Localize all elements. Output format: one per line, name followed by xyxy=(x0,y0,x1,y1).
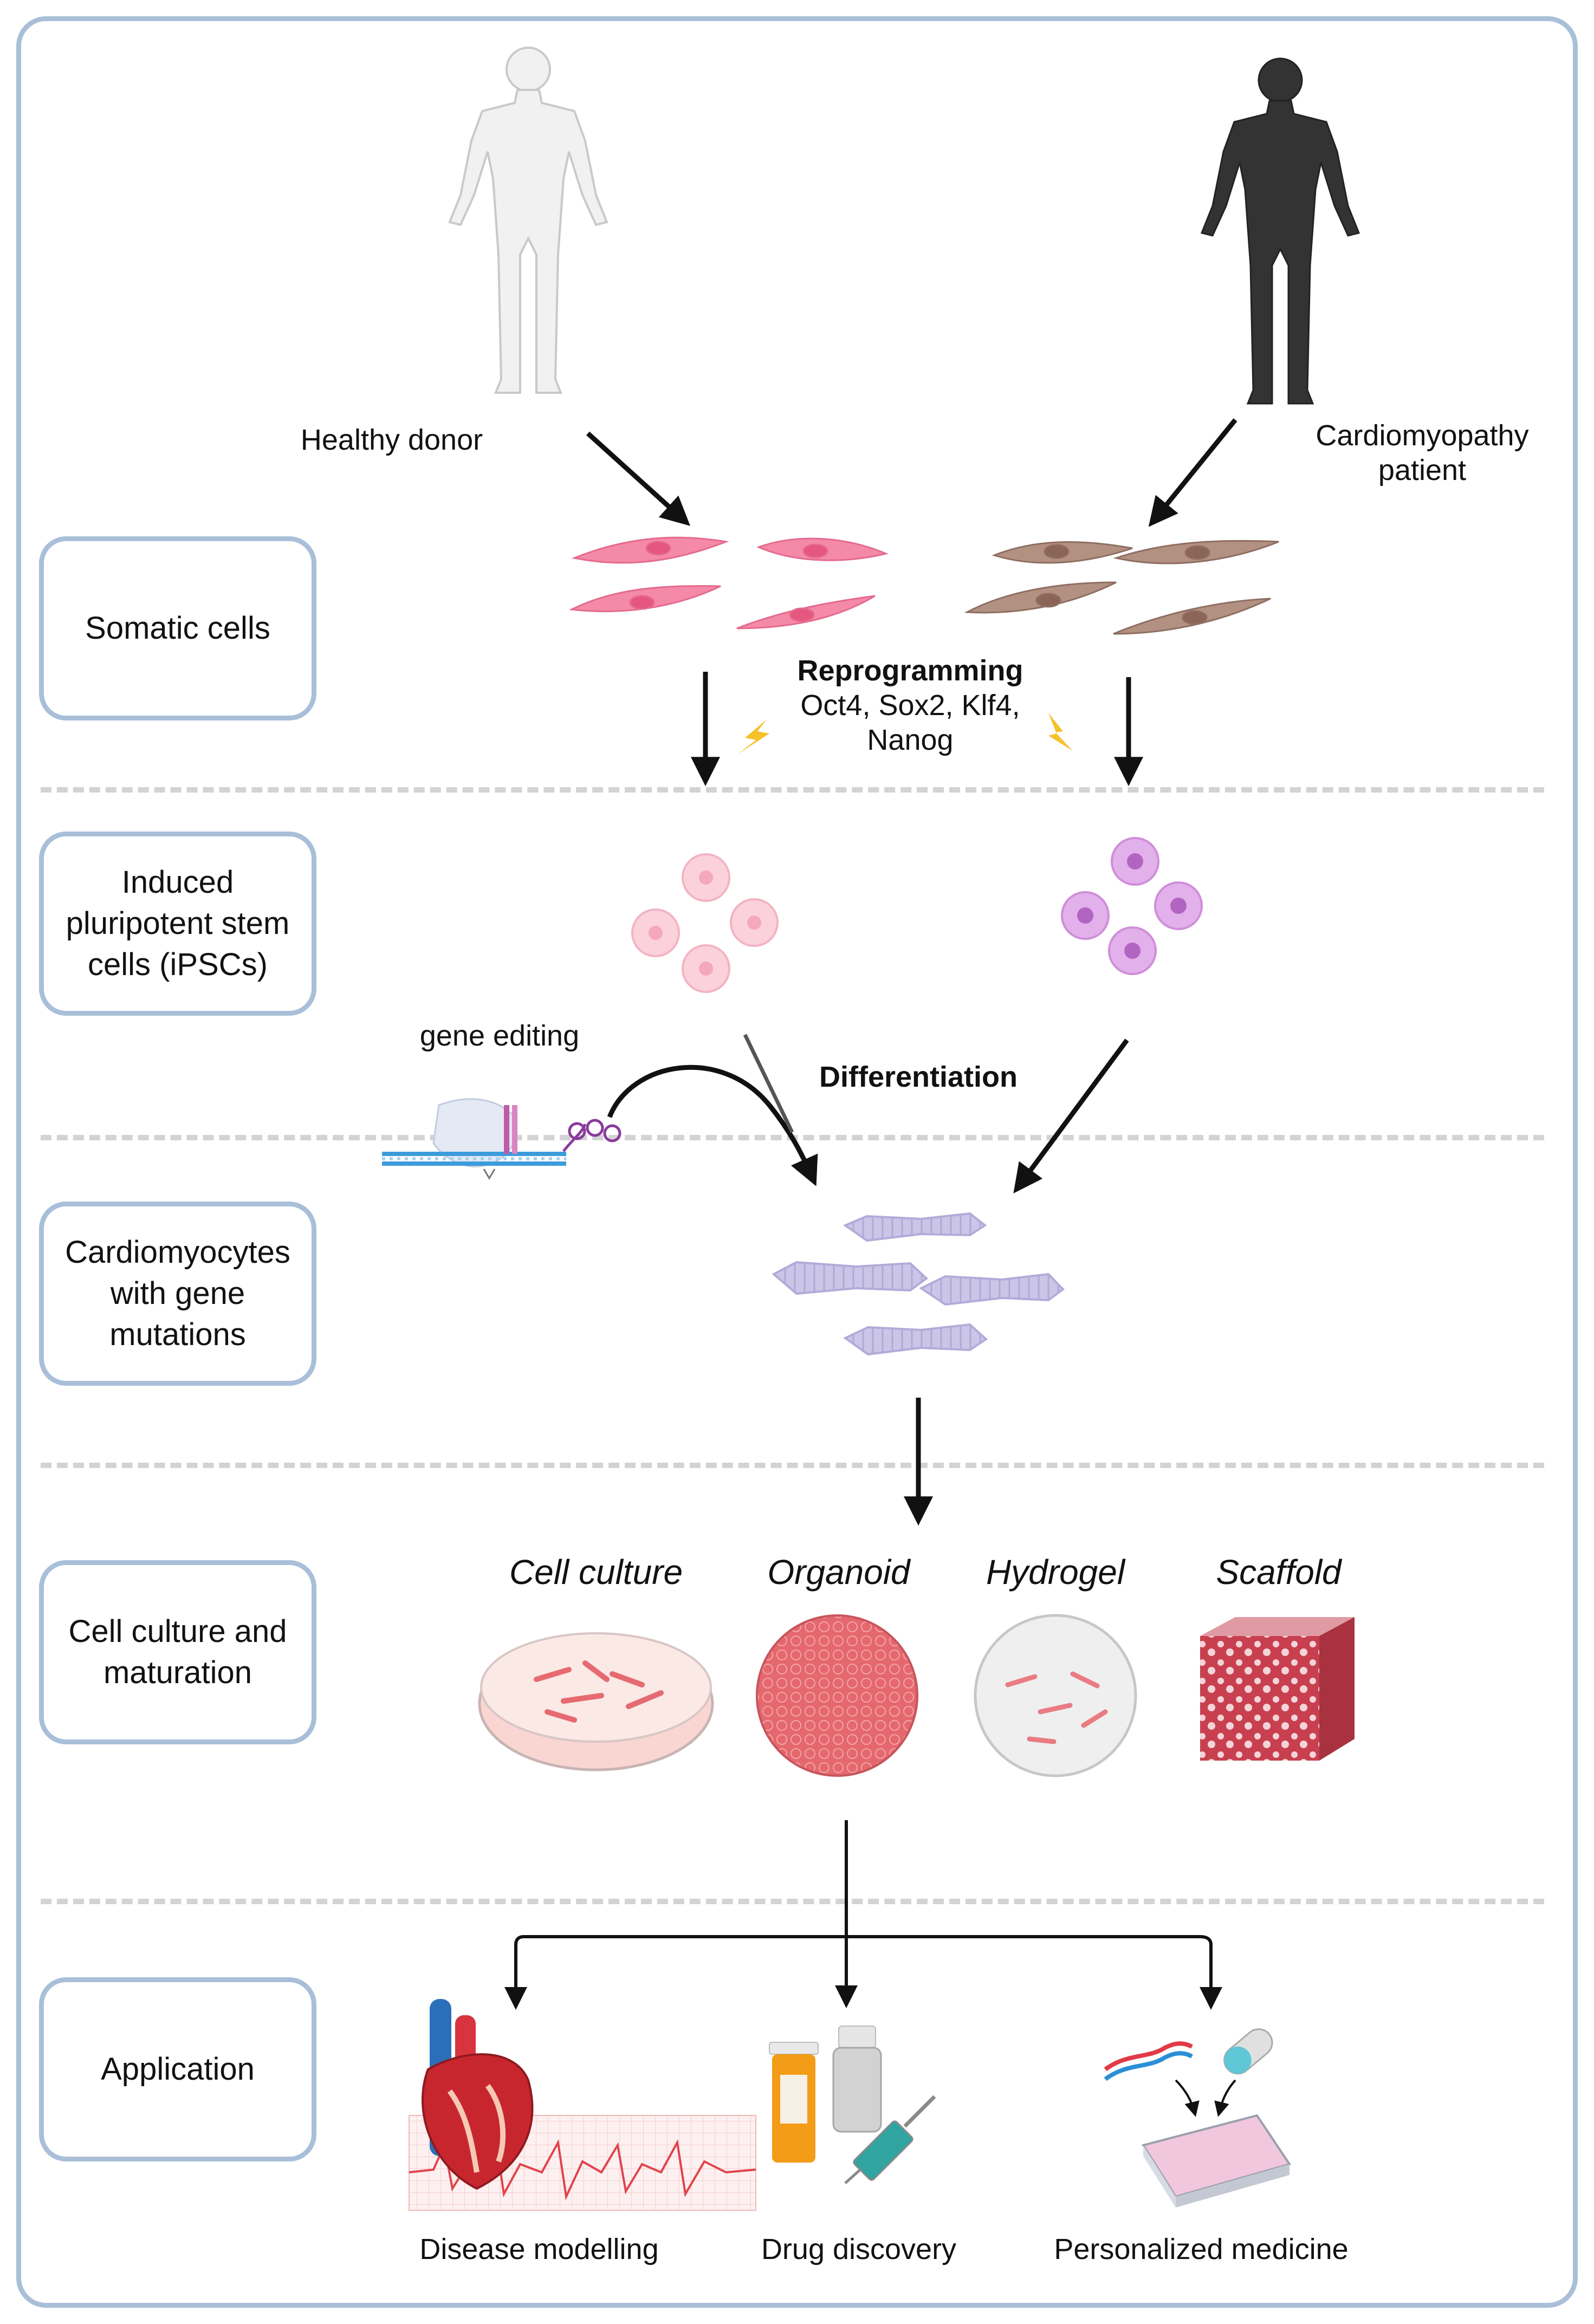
patient-somatic-cells xyxy=(964,540,1279,635)
reprogramming-title: Reprogramming xyxy=(797,654,1023,687)
personalized-medicine-label: Personalized medicine xyxy=(1054,2233,1349,2265)
separator-1 xyxy=(41,787,1544,793)
healthy-donor-figure xyxy=(448,47,608,394)
gene-editing-arrow xyxy=(607,1064,818,1186)
stage-cell-culture-label: Cell culture and maturation xyxy=(68,1614,287,1690)
hydrogel-label: Hydrogel xyxy=(986,1553,1125,1592)
patient-to-cells-arrow xyxy=(1148,418,1237,527)
stage-cell-culture: Cell culture and maturation xyxy=(39,1560,316,1744)
scaffold-icon xyxy=(1200,1617,1355,1761)
hydrogel-icon xyxy=(974,1614,1137,1777)
organoid-label: Organoid xyxy=(767,1553,910,1592)
cell-culture-label: Cell culture xyxy=(509,1553,683,1592)
patient-ipsc-cluster xyxy=(1061,837,1203,975)
stage-ipsc: Induced pluripotent stem cells (iPSCs) xyxy=(39,832,316,1016)
capsule-icon xyxy=(1223,2028,1273,2075)
application-branch-line xyxy=(514,1935,1213,1999)
crispr-dna-icon xyxy=(382,1098,621,1180)
healthy-to-cells-arrow xyxy=(586,431,691,526)
separator-3 xyxy=(41,1463,1544,1468)
well-plate-icon xyxy=(1141,2114,1292,2208)
stage-ipsc-label: Induced pluripotent stem cells (iPSCs) xyxy=(66,865,290,982)
lightning-icon-right xyxy=(1048,713,1073,751)
cell-culture-dish-icon xyxy=(478,1632,714,1771)
healthy-differentiation-line xyxy=(743,1034,794,1133)
healthy-somatic-cells xyxy=(568,536,889,629)
syringe-icon xyxy=(844,2095,936,2184)
patient-label-line2: patient xyxy=(1378,454,1467,486)
drug-bottles-icon xyxy=(769,2026,882,2163)
reprogramming-factors-line2: Nanog xyxy=(867,724,954,756)
stage-application: Application xyxy=(39,1977,316,2161)
organoid-icon xyxy=(756,1614,918,1777)
heart-ecg-icon xyxy=(409,1999,756,2211)
disease-modelling-label: Disease modelling xyxy=(419,2233,659,2265)
capsule-to-plate-arrow xyxy=(1214,2079,1236,2117)
stage-cardiomyocytes-label: Cardiomyocytes with gene mutations xyxy=(65,1235,290,1352)
healthy-donor-label: Healthy donor xyxy=(300,424,483,456)
stage-cardiomyocytes: Cardiomyocytes with gene mutations xyxy=(39,1202,316,1386)
lightning-icon-left xyxy=(738,719,769,754)
cardiomyocyte-cluster xyxy=(772,1212,1065,1356)
healthy-ipsc-cluster xyxy=(631,853,779,993)
figure-frame xyxy=(16,16,1578,2308)
gene-editing-label: gene editing xyxy=(419,1020,580,1052)
stage-application-label: Application xyxy=(101,2052,255,2087)
reprogramming-factors-line1: Oct4, Sox2, Klf4, xyxy=(800,689,1020,722)
dna-strand-icon xyxy=(1104,2041,1193,2081)
dna-to-plate-arrow xyxy=(1175,2079,1200,2117)
stage-somatic-cells: Somatic cells xyxy=(39,536,316,720)
patient-label-line1: Cardiomyopathy xyxy=(1316,419,1529,452)
separator-4 xyxy=(41,1899,1544,1904)
drug-discovery-label: Drug discovery xyxy=(761,2233,957,2265)
scaffold-label: Scaffold xyxy=(1216,1553,1342,1592)
stage-somatic-label: Somatic cells xyxy=(85,611,270,646)
cardiomyopathy-patient-figure xyxy=(1200,57,1360,405)
differentiation-label: Differentiation xyxy=(819,1061,1018,1093)
patient-differentiation-arrow xyxy=(1013,1038,1129,1194)
